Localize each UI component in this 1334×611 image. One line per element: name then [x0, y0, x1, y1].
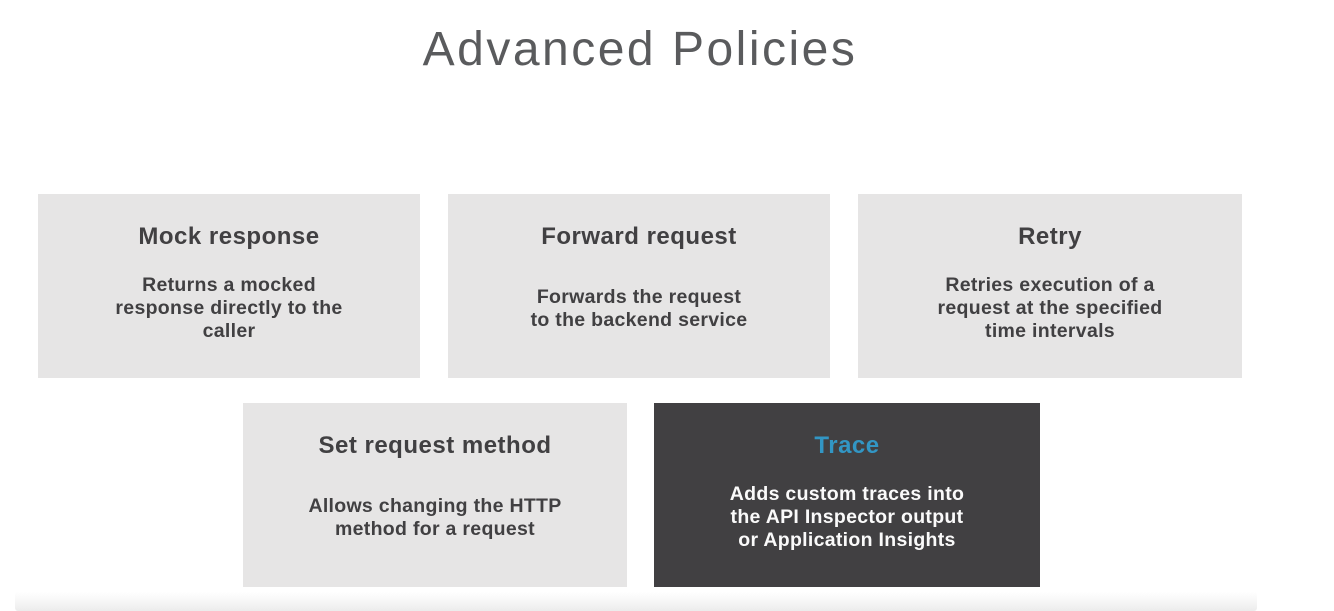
- card-title: Mock response: [138, 223, 320, 250]
- card-trace: Trace Adds custom traces into the API In…: [654, 403, 1040, 587]
- card-description: Forwards the request to the backend serv…: [530, 285, 748, 331]
- card-body-wrap: Forwards the request to the backend serv…: [448, 251, 830, 378]
- card-body-wrap: Adds custom traces into the API Inspecto…: [654, 460, 1040, 587]
- card-body-wrap: Retries execution of a request at the sp…: [858, 251, 1242, 378]
- card-description: Retries execution of a request at the sp…: [937, 274, 1163, 342]
- card-mock-response: Mock response Returns a mocked response …: [38, 194, 420, 378]
- card-body-wrap: Allows changing the HTTP method for a re…: [243, 460, 627, 587]
- card-title: Retry: [1018, 223, 1082, 250]
- card-retry: Retry Retries execution of a request at …: [858, 194, 1242, 378]
- card-set-request-method: Set request method Allows changing the H…: [243, 403, 627, 587]
- video-progress-bar[interactable]: [15, 592, 1257, 611]
- card-title: Trace: [814, 432, 880, 459]
- card-description: Allows changing the HTTP method for a re…: [308, 494, 562, 540]
- card-description: Adds custom traces into the API Inspecto…: [729, 483, 965, 551]
- card-title: Set request method: [318, 432, 552, 459]
- card-description: Returns a mocked response directly to th…: [115, 274, 343, 342]
- card-title: Forward request: [541, 223, 737, 250]
- page-title: Advanced Policies: [422, 23, 858, 76]
- card-body-wrap: Returns a mocked response directly to th…: [38, 251, 420, 378]
- card-forward-request: Forward request Forwards the request to …: [448, 194, 830, 378]
